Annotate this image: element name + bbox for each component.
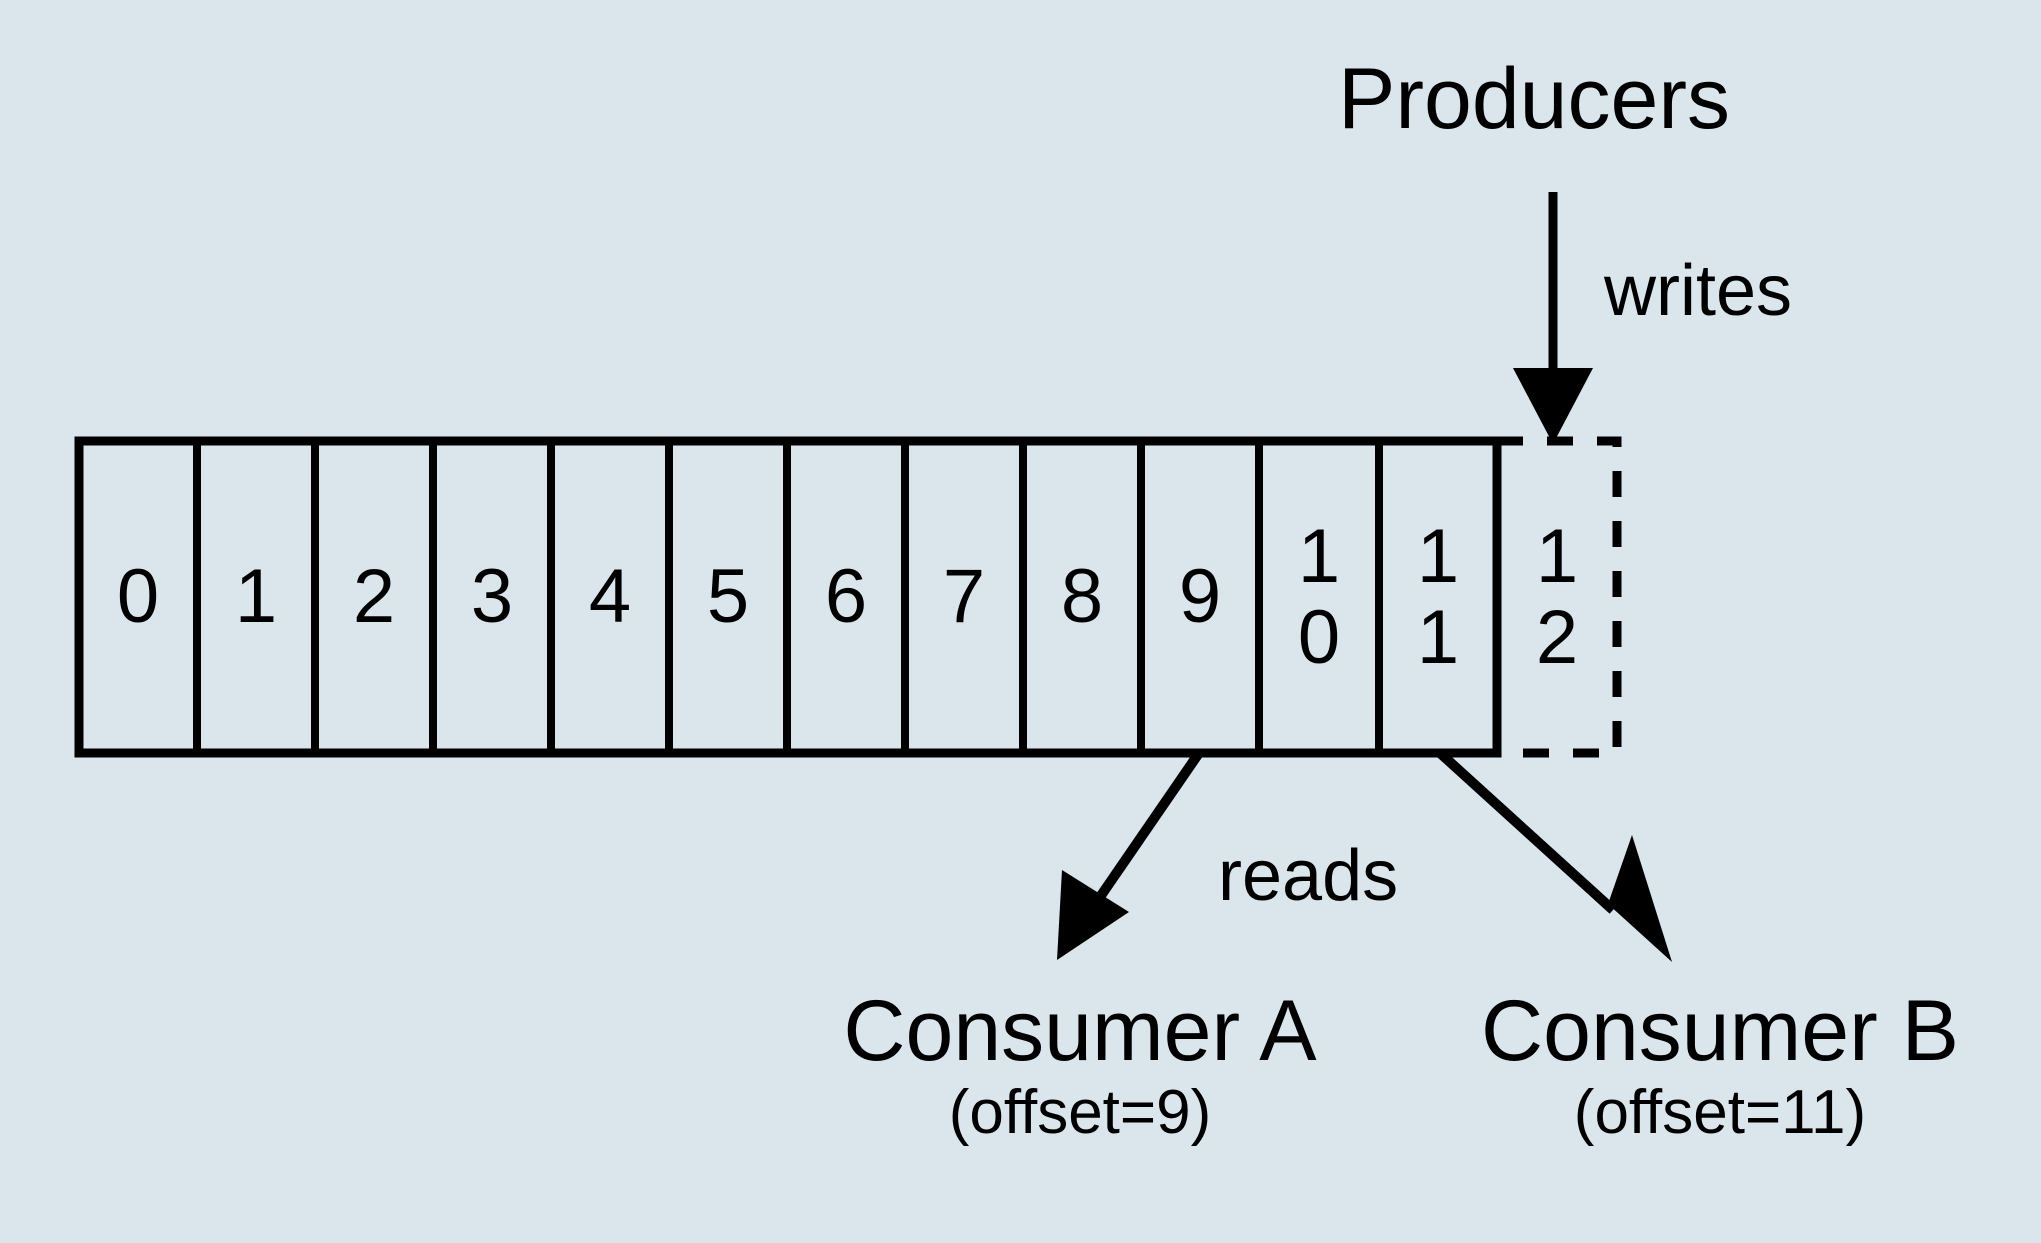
cell-12-line-1: 2 bbox=[1535, 595, 1579, 680]
log-cell-4[interactable]: 4 bbox=[551, 441, 669, 753]
producers-writes-arrow bbox=[1513, 192, 1593, 444]
log-cell-6[interactable]: 6 bbox=[787, 441, 905, 753]
cell-10-line-0: 1 bbox=[1297, 513, 1341, 599]
cell-3-line-0: 3 bbox=[470, 554, 514, 640]
consumer-a-reads-arrow bbox=[1057, 750, 1204, 960]
log-cell-dividers bbox=[193, 445, 1383, 749]
log-cell-8[interactable]: 8 bbox=[1023, 441, 1141, 753]
log-cell-0[interactable]: 0 bbox=[79, 441, 197, 753]
consumer-b-reads-arrow bbox=[1436, 749, 1672, 962]
cell-6-line-0: 6 bbox=[824, 554, 868, 640]
cell-12-line-0: 1 bbox=[1535, 513, 1579, 599]
cell-10-line-1: 0 bbox=[1297, 595, 1341, 680]
log-cell-1[interactable]: 1 bbox=[197, 441, 315, 753]
consumer-a-arrow-shaft bbox=[1095, 750, 1204, 900]
log-cell-10[interactable]: 1 0 bbox=[1259, 441, 1379, 753]
log-cell-5[interactable]: 5 bbox=[669, 441, 787, 753]
log-cell-9[interactable]: 9 bbox=[1141, 441, 1259, 753]
consumer-b-name: Consumer B bbox=[1481, 983, 1959, 1079]
cell-5-line-0: 5 bbox=[706, 554, 750, 640]
cell-2-line-0: 2 bbox=[352, 554, 396, 640]
consumer-b-arrow-head bbox=[1608, 835, 1672, 962]
cell-4-line-0: 4 bbox=[588, 554, 632, 640]
consumer-a-offset: (offset=9) bbox=[948, 1077, 1212, 1147]
consumer-b-offset: (offset=11) bbox=[1573, 1077, 1867, 1147]
consumer-b-label-group: Consumer B (offset=11) bbox=[1410, 983, 2030, 1149]
cell-1-line-0: 1 bbox=[234, 554, 278, 640]
writes-label: writes bbox=[1604, 251, 1793, 331]
log-cell-12-pending[interactable]: 1 2 bbox=[1497, 441, 1617, 753]
consumer-b-arrow-shaft bbox=[1436, 749, 1617, 914]
writes-arrow-head bbox=[1513, 368, 1593, 444]
cell-0-line-0: 0 bbox=[116, 554, 160, 640]
cell-11-line-0: 1 bbox=[1416, 513, 1460, 599]
consumer-a-name: Consumer A bbox=[843, 983, 1317, 1079]
cell-11-line-1: 1 bbox=[1416, 595, 1460, 680]
cell-7-line-0: 7 bbox=[942, 554, 986, 640]
reads-label: reads bbox=[1218, 836, 1399, 916]
log-cell-3[interactable]: 3 bbox=[433, 441, 551, 753]
consumer-a-arrow-head bbox=[1057, 870, 1129, 960]
cell-8-line-0: 8 bbox=[1060, 554, 1104, 640]
consumer-a-label-group: Consumer A (offset=9) bbox=[770, 983, 1390, 1149]
producers-label: Producers bbox=[1338, 51, 1730, 147]
log-pending-cell bbox=[1492, 436, 1622, 758]
log-cell-7[interactable]: 7 bbox=[905, 441, 1023, 753]
log-cell-11[interactable]: 1 1 bbox=[1379, 441, 1497, 753]
cell-9-line-0: 9 bbox=[1178, 554, 1222, 640]
log-cell-2[interactable]: 2 bbox=[315, 441, 433, 753]
